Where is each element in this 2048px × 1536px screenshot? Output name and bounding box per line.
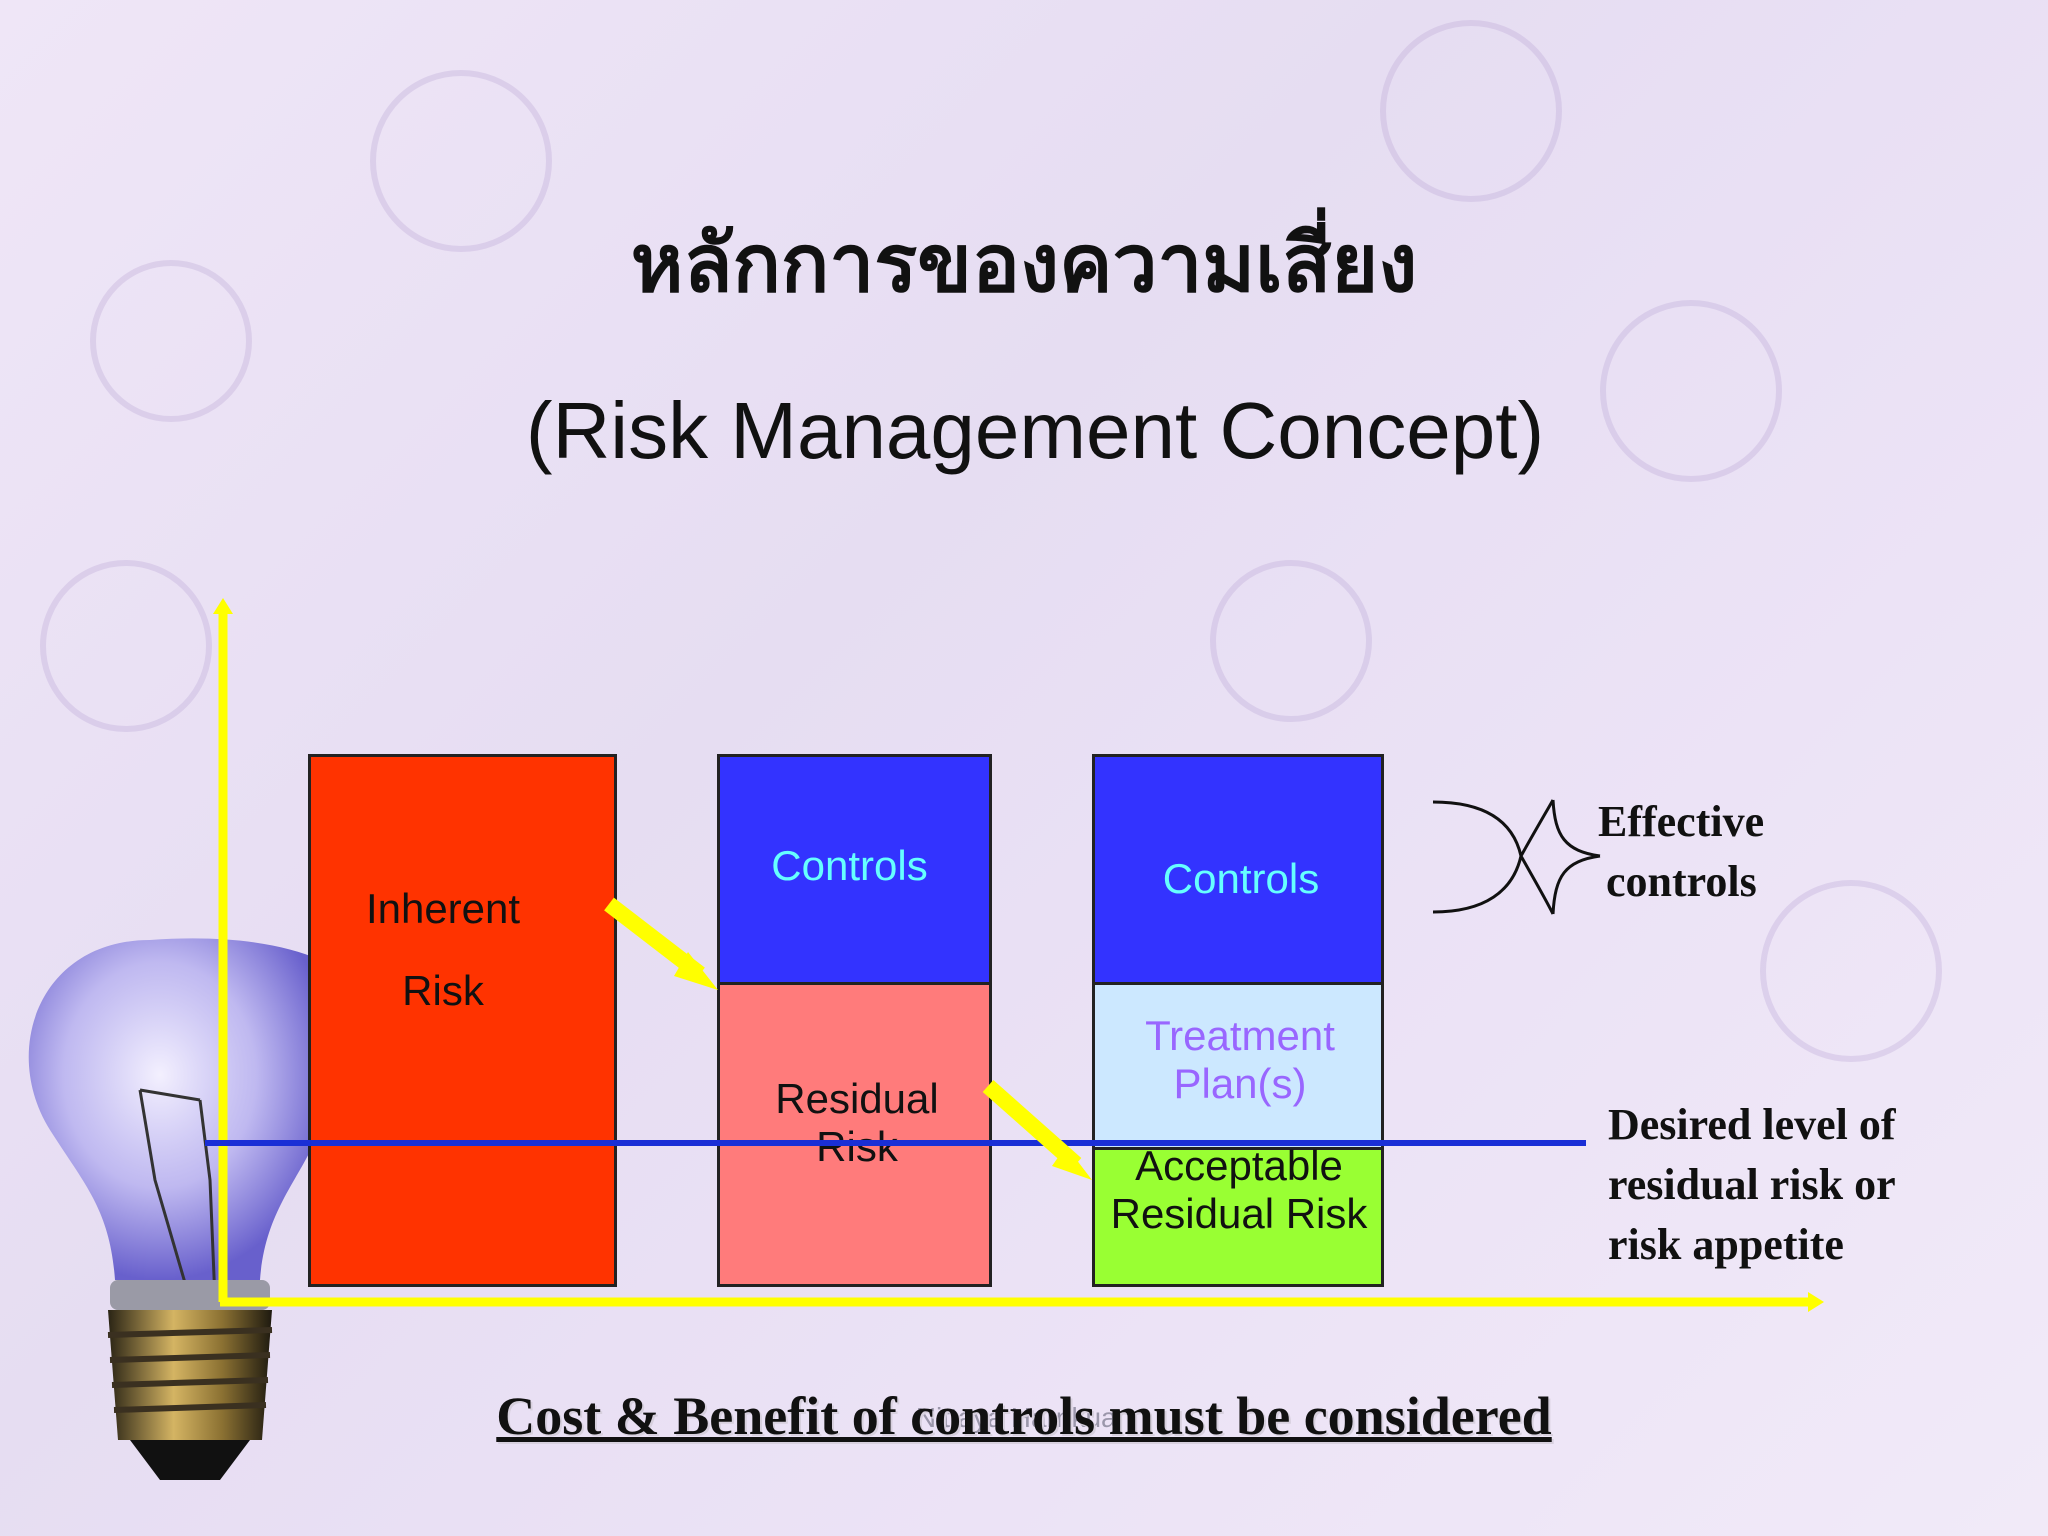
inherent-risk-label-line1: Inherent (365, 885, 521, 932)
residual-risk-label: Residual Risk (775, 1075, 939, 1170)
slide-title: หลักการของความเสี่ยง (630, 217, 1418, 310)
treatment-plan-label: Treatment Plan(s) (1145, 1012, 1335, 1107)
background-bulb-icon (1760, 880, 1942, 1062)
desired-level-line2: residual risk or (1608, 1160, 1896, 1209)
footnote: Cost & Benefit of controls must be consi… (496, 1386, 1552, 1446)
light-bulb-icon (28, 938, 321, 1480)
residual-risk-block (717, 982, 992, 1287)
inherent-risk-bar (308, 754, 617, 1287)
controls-label-1: Controls (771, 842, 928, 889)
watermark: Nittaya Harnkuan (915, 1402, 1133, 1433)
bracket-icon (1432, 799, 1601, 915)
treatment-plan-block (1092, 982, 1384, 1150)
desired-level-line1: Desired level of (1608, 1100, 1896, 1149)
background-bulb-icon (370, 70, 552, 252)
inherent-risk-label-line2: Risk (402, 967, 484, 1014)
controls-label-2: Controls (1162, 855, 1320, 902)
acceptable-residual-risk-block (1092, 1147, 1384, 1287)
background-bulb-icon (90, 260, 252, 422)
effective-controls-line2: controls (1606, 857, 1757, 906)
background-bulb-icon (1600, 300, 1782, 482)
desired-level-line3: risk appetite (1608, 1220, 1844, 1269)
slide-subtitle: (Risk Management Concept) (525, 386, 1545, 475)
controls-block-2 (1092, 754, 1384, 985)
background-bulb-icon (1380, 20, 1562, 202)
background-bulb-icon (40, 560, 212, 732)
acceptable-residual-risk-label: Acceptable Residual Risk (1110, 1142, 1368, 1237)
background-bulb-icon (1210, 560, 1372, 722)
effective-controls-line1: Effective (1598, 797, 1765, 846)
